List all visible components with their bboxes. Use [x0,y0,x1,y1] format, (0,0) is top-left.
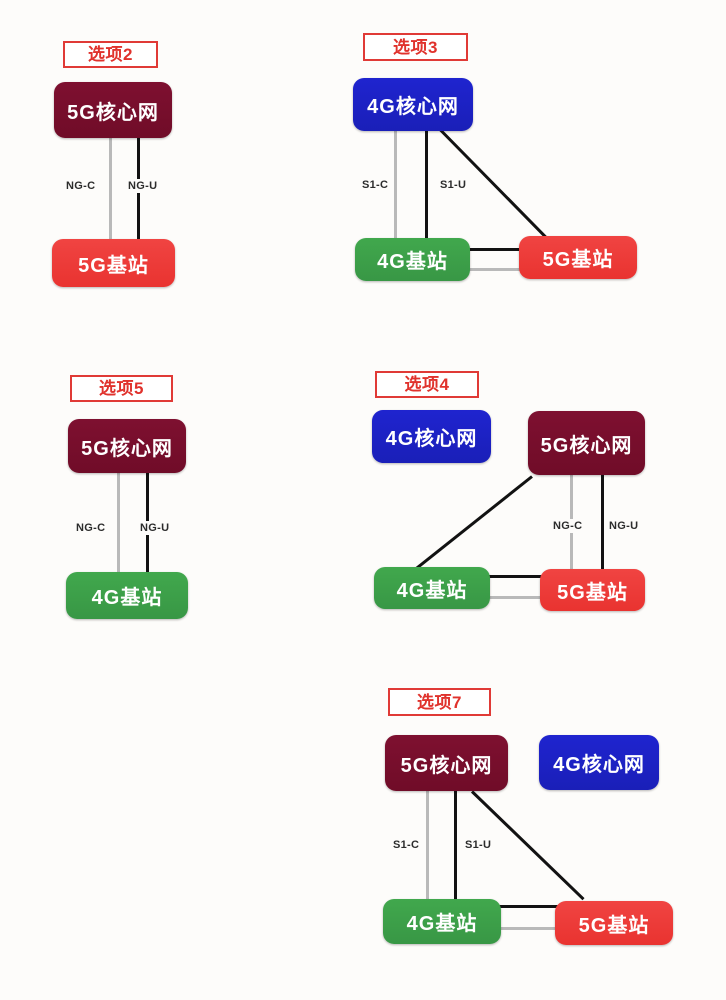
link-label-ng-u-option5: NG-U [138,521,172,535]
node-core-4g-option7[interactable]: 4G核心网 [539,735,659,790]
link-core5g-bs4g-option4 [408,475,533,576]
link-ng-c-option5 [117,472,120,602]
link-label-ng-u-option2: NG-U [126,179,160,193]
panel-title-option4: 选项4 [375,371,479,398]
node-core-5g-option4[interactable]: 5G核心网 [528,411,645,475]
panel-title-option2: 选项2 [63,41,158,68]
link-bs4g-bs5g-user-option4 [488,575,543,578]
link-ng-c-option2 [109,130,112,248]
panel-option7: 选项7 S1-C S1-U 5G核心网 4G核心网 4G基站 5G基站 [300,670,726,1000]
node-bs-4g-option7[interactable]: 4G基站 [383,899,501,944]
panel-title-option5: 选项5 [70,375,173,402]
panel-option5: 选项5 NG-C NG-U 5G核心网 4G基站 [0,330,300,670]
link-s1-u-option3 [425,128,428,246]
node-core-4g-option4[interactable]: 4G核心网 [372,410,491,463]
link-bs4g-bs5g-control-option4 [488,596,543,599]
link-s1-u-option7 [454,790,457,907]
link-label-ng-c-option5: NG-C [74,521,108,535]
link-label-ng-c-option2: NG-C [64,179,98,193]
link-label-ng-c-option4: NG-C [551,519,585,533]
node-bs-5g-option4[interactable]: 5G基站 [540,569,645,611]
link-bs4g-bs5g-control-option7 [498,927,558,930]
node-core-5g-option7[interactable]: 5G核心网 [385,735,508,791]
link-ng-u-option5 [146,472,149,602]
link-bs4g-bs5g-user-option3 [467,248,523,251]
node-bs-4g-option5[interactable]: 4G基站 [66,572,188,619]
link-label-s1-u-option7: S1-U [463,838,494,852]
node-bs-4g-option4[interactable]: 4G基站 [374,567,490,609]
panel-option3: 选项3 S1-C S1-U 4G核心网 4G基站 5G基站 [300,0,726,330]
link-label-ng-u-option4: NG-U [607,519,641,533]
panel-option2: 选项2 NG-C NG-U 5G核心网 5G基站 [0,0,300,330]
panel-option4: 选项4 NG-C NG-U 4G核心网 5G核心网 4G基站 5G基站 [300,330,726,670]
node-bs-5g-option3[interactable]: 5G基站 [519,236,637,279]
panel-title-option3: 选项3 [363,33,468,61]
link-ng-u-option4 [601,475,604,575]
link-bs4g-bs5g-control-option3 [467,268,523,271]
panel-title-option7: 选项7 [388,688,491,716]
node-bs-5g-option7[interactable]: 5G基站 [555,901,673,945]
link-label-s1-c-option7: S1-C [391,838,422,852]
node-core-4g-option3[interactable]: 4G核心网 [353,78,473,131]
link-bs4g-bs5g-user-option7 [498,905,558,908]
link-label-s1-u-option3: S1-U [438,178,469,192]
link-s1-c-option3 [394,128,397,240]
node-core-5g-option2[interactable]: 5G核心网 [54,82,172,138]
node-core-5g-option5[interactable]: 5G核心网 [68,419,186,473]
link-s1-c-option7 [426,790,429,907]
node-bs-5g-option2[interactable]: 5G基站 [52,239,175,287]
node-bs-4g-option3[interactable]: 4G基站 [355,238,470,281]
link-label-s1-c-option3: S1-C [360,178,391,192]
